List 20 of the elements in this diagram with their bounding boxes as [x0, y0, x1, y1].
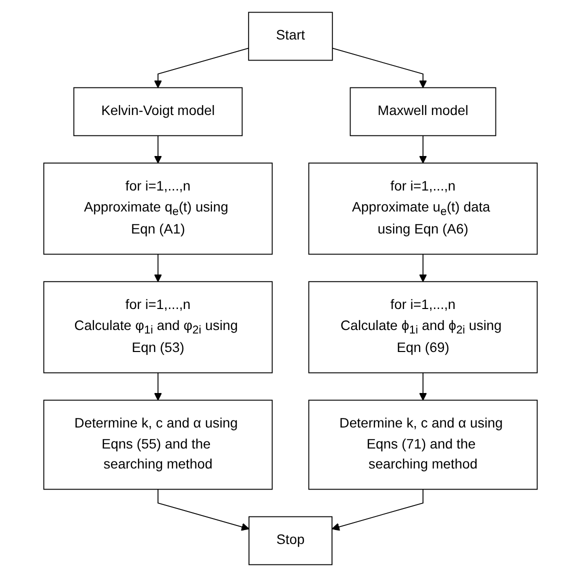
node-box: Determine k, c and α using Eqns (55) and the searching method: [43, 400, 273, 490]
node-box: for i=1,...,n Approximate q$_{e}$(t) using Eqn (A1): [43, 162, 273, 255]
arrow: [418, 254, 428, 282]
arrow: [418, 135, 428, 164]
node-box: Stop: [248, 516, 332, 566]
node-box: for i=1,...,n Approximate u$_{e}$(t) data using Eqn (A6): [308, 162, 538, 255]
arrow: [154, 372, 162, 401]
arrow: [158, 488, 250, 531]
arrow: [418, 372, 428, 401]
node-box: Start: [248, 12, 333, 61]
node-box: for i=1,...,n Calculate ϕ$_{1i}$ and ϕ$_{2i}$ using Eqn (69): [308, 281, 538, 374]
arrow: [154, 254, 162, 282]
arrow: [154, 135, 162, 164]
node-box: Kelvin-Voigt model: [73, 87, 243, 136]
arrow: [332, 48, 428, 88]
arrow: [154, 48, 250, 88]
arrow: [332, 488, 424, 531]
node-box: for i=1,...,n Calculate φ$_{1i}$ and φ$_{2i}$ using Eqn (53): [43, 281, 273, 374]
node-box: Maxwell model: [350, 87, 496, 136]
node-box: Determine k, c and α using Eqns (71) and the searching method: [308, 400, 538, 490]
